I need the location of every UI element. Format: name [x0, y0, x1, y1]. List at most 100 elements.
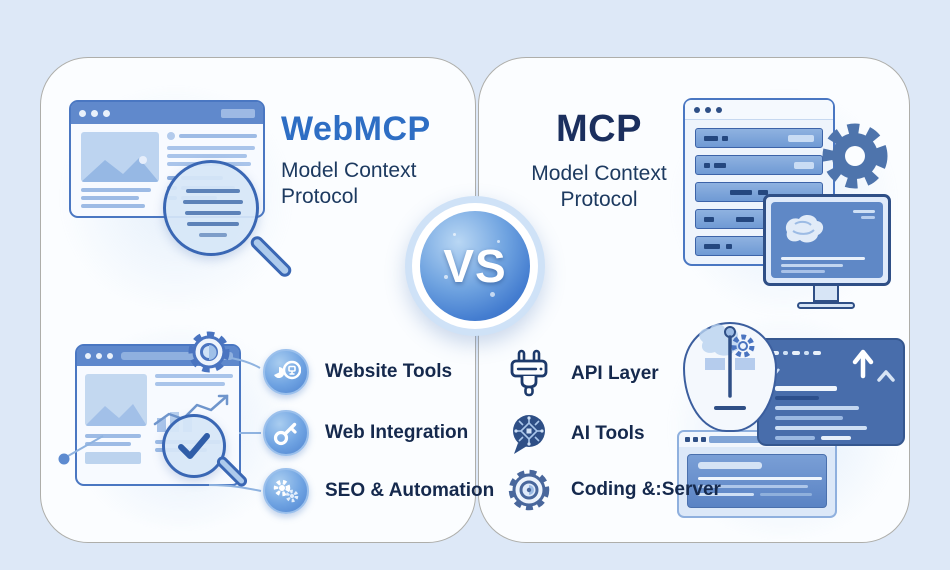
server-led	[722, 136, 728, 141]
code-panel-illustration	[757, 338, 905, 446]
screen-dash	[861, 216, 875, 219]
left-subtitle: Model Context Protocol	[281, 159, 417, 209]
window-square	[701, 437, 706, 442]
gear-icon	[822, 123, 888, 189]
server-led	[704, 217, 714, 222]
magnified-text-line	[186, 189, 240, 193]
monitor-analytics-icon	[263, 349, 309, 395]
code-line	[775, 426, 867, 430]
feature-label: Coding &:Server	[571, 479, 721, 500]
terminal-line	[698, 485, 808, 488]
gears-icon	[263, 468, 309, 514]
text-line	[85, 434, 141, 438]
window-dot	[103, 109, 110, 117]
text-line	[85, 442, 131, 446]
image-placeholder	[85, 374, 147, 426]
server-row	[695, 155, 823, 175]
speckle	[490, 292, 496, 298]
speckle	[497, 239, 500, 243]
plug-icon	[503, 349, 555, 399]
window-square	[693, 437, 698, 442]
code-line	[775, 436, 815, 440]
server-titlebar	[685, 100, 833, 120]
window-dot	[91, 109, 98, 117]
server-slot	[794, 162, 814, 169]
terminal-body	[687, 454, 827, 508]
server-led	[704, 136, 718, 141]
window-dot	[107, 353, 113, 359]
avatar-dot	[167, 132, 175, 140]
screen-line	[781, 257, 865, 260]
terminal-window-illustration	[677, 430, 837, 518]
server-led	[704, 244, 720, 249]
magnifier-icon	[163, 160, 259, 256]
brain-scribble	[785, 215, 824, 243]
server-led	[726, 244, 732, 249]
terminal-line	[760, 493, 812, 496]
text-line	[155, 374, 233, 378]
text-line	[155, 382, 225, 386]
terminal-line	[698, 477, 822, 480]
magnified-text-line	[183, 200, 243, 204]
screen-line	[781, 270, 825, 273]
text-line	[81, 204, 145, 208]
text-line	[81, 196, 139, 200]
window-square	[685, 437, 690, 442]
text-line	[81, 188, 151, 192]
address-bar	[121, 352, 233, 360]
gear-icon	[188, 331, 230, 373]
code-dash	[771, 351, 779, 355]
feature-api-layer: API Layer	[503, 349, 659, 399]
monitor-stand	[813, 286, 839, 302]
feature-seo-automation: SEO & Automation	[263, 468, 494, 514]
screen-line	[781, 264, 843, 267]
server-slot	[788, 135, 814, 142]
feature-label: AI Tools	[571, 423, 645, 444]
mcp-panel: MCP Model Context Protocol	[478, 57, 910, 543]
magnified-text-line	[185, 211, 241, 215]
magnified-text-line	[187, 222, 239, 226]
window-dot	[705, 106, 711, 113]
monitor-base	[797, 302, 855, 309]
check-magnifier-icon	[162, 414, 226, 478]
feature-label: Web Integration	[325, 422, 469, 443]
window-dot	[96, 353, 102, 359]
server-led	[758, 190, 768, 195]
code-line	[821, 436, 851, 440]
server-led	[714, 163, 726, 168]
feature-label: SEO & Automation	[325, 480, 495, 501]
speckle	[453, 233, 456, 236]
feature-coding-server: Coding &:Server	[503, 468, 721, 512]
window-dot	[716, 106, 722, 113]
image-placeholder	[81, 132, 159, 182]
server-row	[695, 128, 823, 148]
monitor-screen	[771, 202, 883, 278]
monitor-illustration	[763, 194, 891, 286]
code-line	[775, 396, 819, 400]
terminal-line	[698, 493, 754, 496]
gear-icon	[503, 468, 555, 512]
up-arrows-icon	[852, 349, 895, 382]
magnifier-handle	[248, 233, 294, 280]
right-title-block: MCP Model Context Protocol	[499, 108, 699, 214]
window-dot	[85, 353, 91, 359]
code-dash	[792, 351, 800, 355]
feature-label: API Layer	[571, 363, 659, 384]
text-line	[167, 154, 247, 158]
text-line	[179, 134, 257, 138]
feature-ai-tools: AI Tools	[503, 412, 645, 456]
content-block	[85, 452, 141, 464]
code-dash	[783, 351, 788, 355]
code-line	[775, 416, 843, 420]
titlebar-button	[221, 109, 255, 118]
server-led	[704, 163, 710, 168]
window-dot	[79, 109, 86, 117]
ai-chip-bubble-icon	[503, 412, 555, 456]
screen-dash	[853, 210, 875, 213]
vs-label: VS	[443, 240, 507, 292]
magnified-text-line	[199, 233, 227, 237]
terminal-pill	[698, 462, 762, 469]
server-led	[736, 217, 754, 222]
code-dash	[813, 351, 821, 355]
